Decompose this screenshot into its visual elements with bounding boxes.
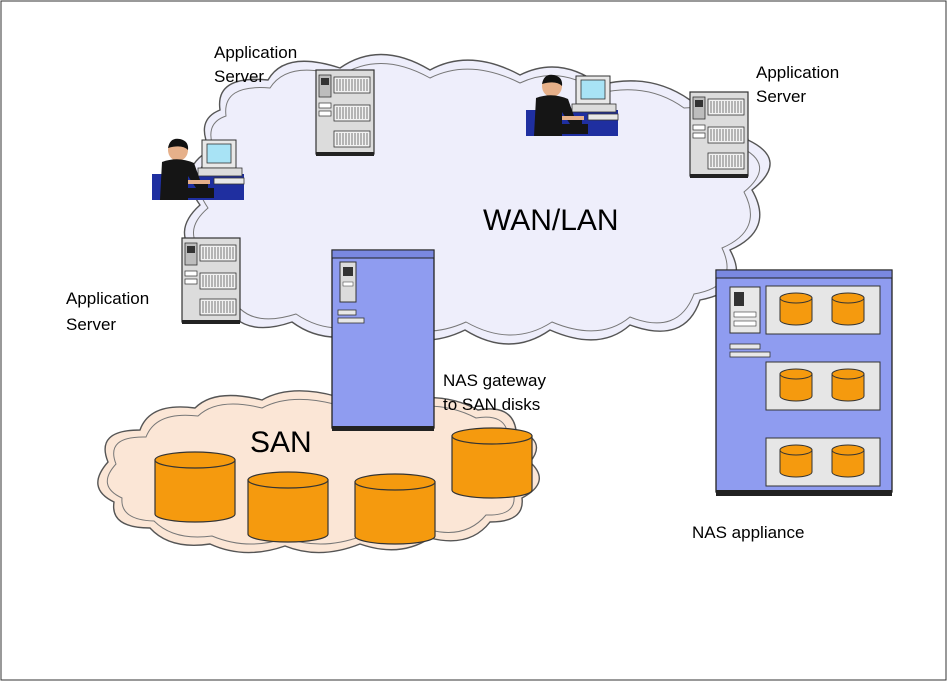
appliance-disk-icon — [831, 292, 865, 326]
san-disk-icon — [451, 427, 533, 499]
server-2-label-line1: Application — [756, 63, 839, 82]
gateway-label-line2: to SAN disks — [443, 395, 540, 414]
nas-gateway-icon — [331, 249, 435, 431]
san-label: SAN — [250, 426, 312, 459]
appliance-disk-icon — [779, 368, 813, 402]
app-server-icon — [181, 237, 241, 325]
app-server-icon — [689, 91, 749, 179]
san-disk-icon — [154, 451, 236, 523]
appliance-disk-icon — [831, 444, 865, 478]
appliance-disk-icon — [779, 292, 813, 326]
server-1-label-line1: Application — [214, 43, 297, 62]
server-2-label-line2: Server — [756, 87, 806, 106]
server-3-label-line1: Application — [66, 289, 149, 308]
wan-lan-label: WAN/LAN — [483, 204, 619, 237]
app-server-icon — [315, 69, 375, 157]
wan-lan-cloud — [183, 53, 771, 345]
gateway-label-line1: NAS gateway — [443, 371, 546, 390]
appliance-disk-icon — [831, 368, 865, 402]
appliance-label: NAS appliance — [692, 523, 804, 542]
server-1-label-line2: Server — [214, 67, 264, 86]
appliance-disk-icon — [779, 444, 813, 478]
san-disk-icon — [247, 471, 329, 543]
server-3-label-line2: Server — [66, 315, 116, 334]
san-disk-icon — [354, 473, 436, 545]
